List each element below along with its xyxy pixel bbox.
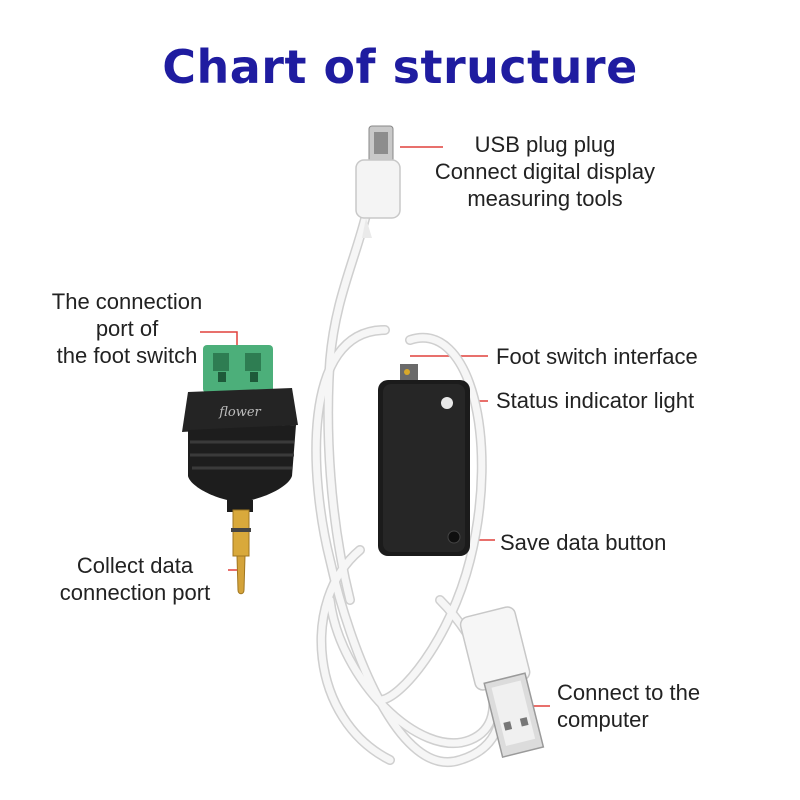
usb-cable: [311, 210, 506, 767]
foot-switch-socket: [404, 369, 410, 375]
terminal-connector: flower: [182, 345, 298, 595]
label-foot-switch-interface: Foot switch interface: [496, 344, 698, 369]
usb-a-plug: [459, 606, 545, 759]
page-title: Chart of structure: [162, 40, 638, 94]
label-save-data-button: Save data button: [500, 530, 667, 555]
control-box: [378, 364, 470, 556]
label-foot-switch-port: The connection port of the foot switch: [51, 289, 203, 368]
label-usb-plug: USB plug plug Connect digital display me…: [434, 132, 656, 211]
label-status-indicator-light: Status indicator light: [496, 388, 695, 413]
brand-logo: flower: [218, 405, 261, 420]
micro-usb-plug: [355, 125, 401, 238]
label-collect-data-port: Collect data connection port: [59, 553, 211, 605]
label-connect-computer: Connect to the computer: [557, 680, 701, 732]
status-indicator-light: [441, 397, 453, 409]
save-data-button: [447, 530, 461, 544]
